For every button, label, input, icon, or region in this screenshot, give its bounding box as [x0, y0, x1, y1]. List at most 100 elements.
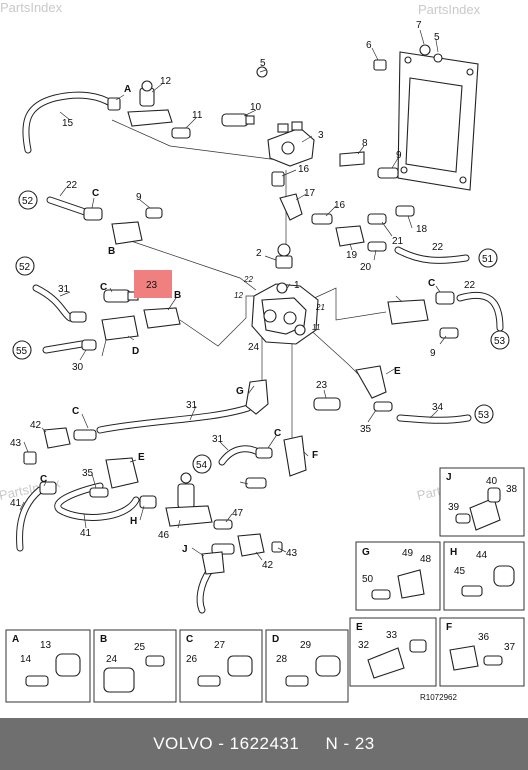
footer-gap — [299, 734, 325, 754]
svg-text:53: 53 — [478, 410, 490, 421]
svg-text:51: 51 — [482, 254, 494, 265]
svg-text:32: 32 — [358, 640, 370, 651]
watermark: PartsIndex — [0, 0, 63, 15]
svg-text:52: 52 — [19, 262, 31, 273]
callout-21: 21 — [392, 236, 404, 247]
inset-H: H 44 45 — [443, 541, 525, 611]
svg-text:C: C — [92, 188, 99, 199]
port-11: 11 — [312, 323, 320, 332]
letter-callouts: A C B C B D C E G C C F E C H J — [40, 84, 435, 555]
inset-J: J 40 38 39 — [439, 467, 525, 537]
inset-A: A 13 14 — [5, 629, 91, 703]
callout-5: 5 — [260, 58, 266, 69]
callout-35b: 35 — [82, 468, 94, 479]
callout-31: 31 — [58, 284, 70, 295]
inset-B: B 25 24 — [93, 629, 177, 703]
callout-24: 24 — [248, 342, 260, 353]
callout-10: 10 — [250, 102, 262, 113]
callout-22: 22 — [432, 242, 444, 253]
svg-text:49: 49 — [402, 548, 414, 559]
callout-23b: 23 — [316, 380, 328, 391]
svg-text:53: 53 — [494, 336, 506, 347]
figure-reference: R1072962 — [420, 693, 457, 702]
distribution-block — [267, 121, 315, 167]
callout-20: 20 — [360, 262, 372, 273]
svg-text:29: 29 — [300, 640, 312, 651]
svg-text:C: C — [274, 428, 281, 439]
callout-11: 11 — [192, 110, 203, 121]
svg-text:E: E — [394, 366, 401, 377]
callout-22d: 22 — [464, 280, 476, 291]
callout-12: 12 — [160, 76, 172, 87]
highlight-box[interactable] — [134, 270, 172, 298]
svg-text:H: H — [130, 516, 137, 527]
main-valve — [251, 243, 319, 345]
footer-part-number: 1622431 — [229, 734, 300, 753]
svg-text:24: 24 — [106, 654, 118, 665]
callout-16b: 16 — [334, 200, 346, 211]
callout-2: 2 — [256, 248, 262, 259]
callout-8: 8 — [362, 138, 368, 149]
callout-47: 47 — [232, 508, 244, 519]
callout-31c: 31 — [212, 434, 224, 445]
callout-43: 43 — [10, 438, 22, 449]
callout-17: 17 — [304, 188, 316, 199]
svg-text:55: 55 — [16, 346, 28, 357]
mounting-plate — [397, 51, 479, 191]
footer-sep: - — [213, 734, 230, 753]
svg-text:C: C — [100, 282, 107, 293]
footer-bar: VOLVO - 1622431 N - 23 — [0, 718, 528, 770]
callout-30: 30 — [72, 362, 84, 373]
callout-9c: 9 — [430, 348, 436, 359]
callout-22c: 22 — [66, 180, 78, 191]
svg-text:13: 13 — [40, 640, 52, 651]
callout-9: 9 — [396, 150, 402, 161]
callout-5b: 5 — [434, 32, 440, 43]
svg-text:39: 39 — [448, 502, 460, 513]
svg-text:28: 28 — [276, 654, 288, 665]
svg-text:E: E — [356, 622, 363, 633]
footer-position: N - 23 — [325, 734, 375, 753]
svg-text:B: B — [100, 634, 107, 645]
svg-text:J: J — [446, 472, 452, 483]
svg-text:50: 50 — [362, 574, 374, 585]
highlighted-callout[interactable]: 23 — [146, 280, 158, 291]
callouts: 12 15 11 10 5 6 7 5 3 8 9 16 17 16 18 19… — [10, 20, 476, 571]
svg-text:14: 14 — [20, 654, 32, 665]
callout-15: 15 — [62, 118, 74, 129]
callout-46: 46 — [158, 530, 170, 541]
callout-43b: 43 — [286, 548, 298, 559]
svg-text:36: 36 — [478, 632, 490, 643]
svg-text:C: C — [186, 634, 193, 645]
inset-G: G 49 48 50 — [355, 541, 441, 611]
svg-text:27: 27 — [214, 640, 226, 651]
callout-18: 18 — [416, 224, 428, 235]
callout-34: 34 — [432, 402, 444, 413]
svg-text:52: 52 — [22, 196, 34, 207]
callout-1: 1 — [294, 280, 300, 291]
svg-text:54: 54 — [196, 460, 208, 471]
svg-text:37: 37 — [504, 642, 516, 653]
footer-brand: VOLVO — [153, 734, 214, 753]
svg-text:C: C — [40, 474, 47, 485]
svg-text:C: C — [72, 406, 79, 417]
svg-text:44: 44 — [476, 550, 488, 561]
callout-7: 7 — [416, 20, 422, 31]
port-21: 21 — [315, 303, 325, 312]
fittings — [23, 44, 459, 575]
circled-callouts: 52 52 55 51 53 53 54 — [12, 190, 510, 474]
callout-16: 16 — [298, 164, 310, 175]
inset-F: F 36 37 — [439, 617, 525, 687]
svg-text:40: 40 — [486, 476, 498, 487]
hoses — [16, 91, 504, 614]
svg-text:D: D — [272, 634, 279, 645]
svg-text:C: C — [428, 278, 435, 289]
callout-41: 41 — [10, 498, 22, 509]
svg-text:B: B — [108, 246, 115, 257]
svg-text:D: D — [132, 346, 139, 357]
svg-text:H: H — [450, 547, 457, 558]
svg-text:F: F — [312, 450, 318, 461]
svg-text:25: 25 — [134, 642, 146, 653]
svg-text:48: 48 — [420, 554, 432, 565]
svg-text:33: 33 — [386, 630, 398, 641]
